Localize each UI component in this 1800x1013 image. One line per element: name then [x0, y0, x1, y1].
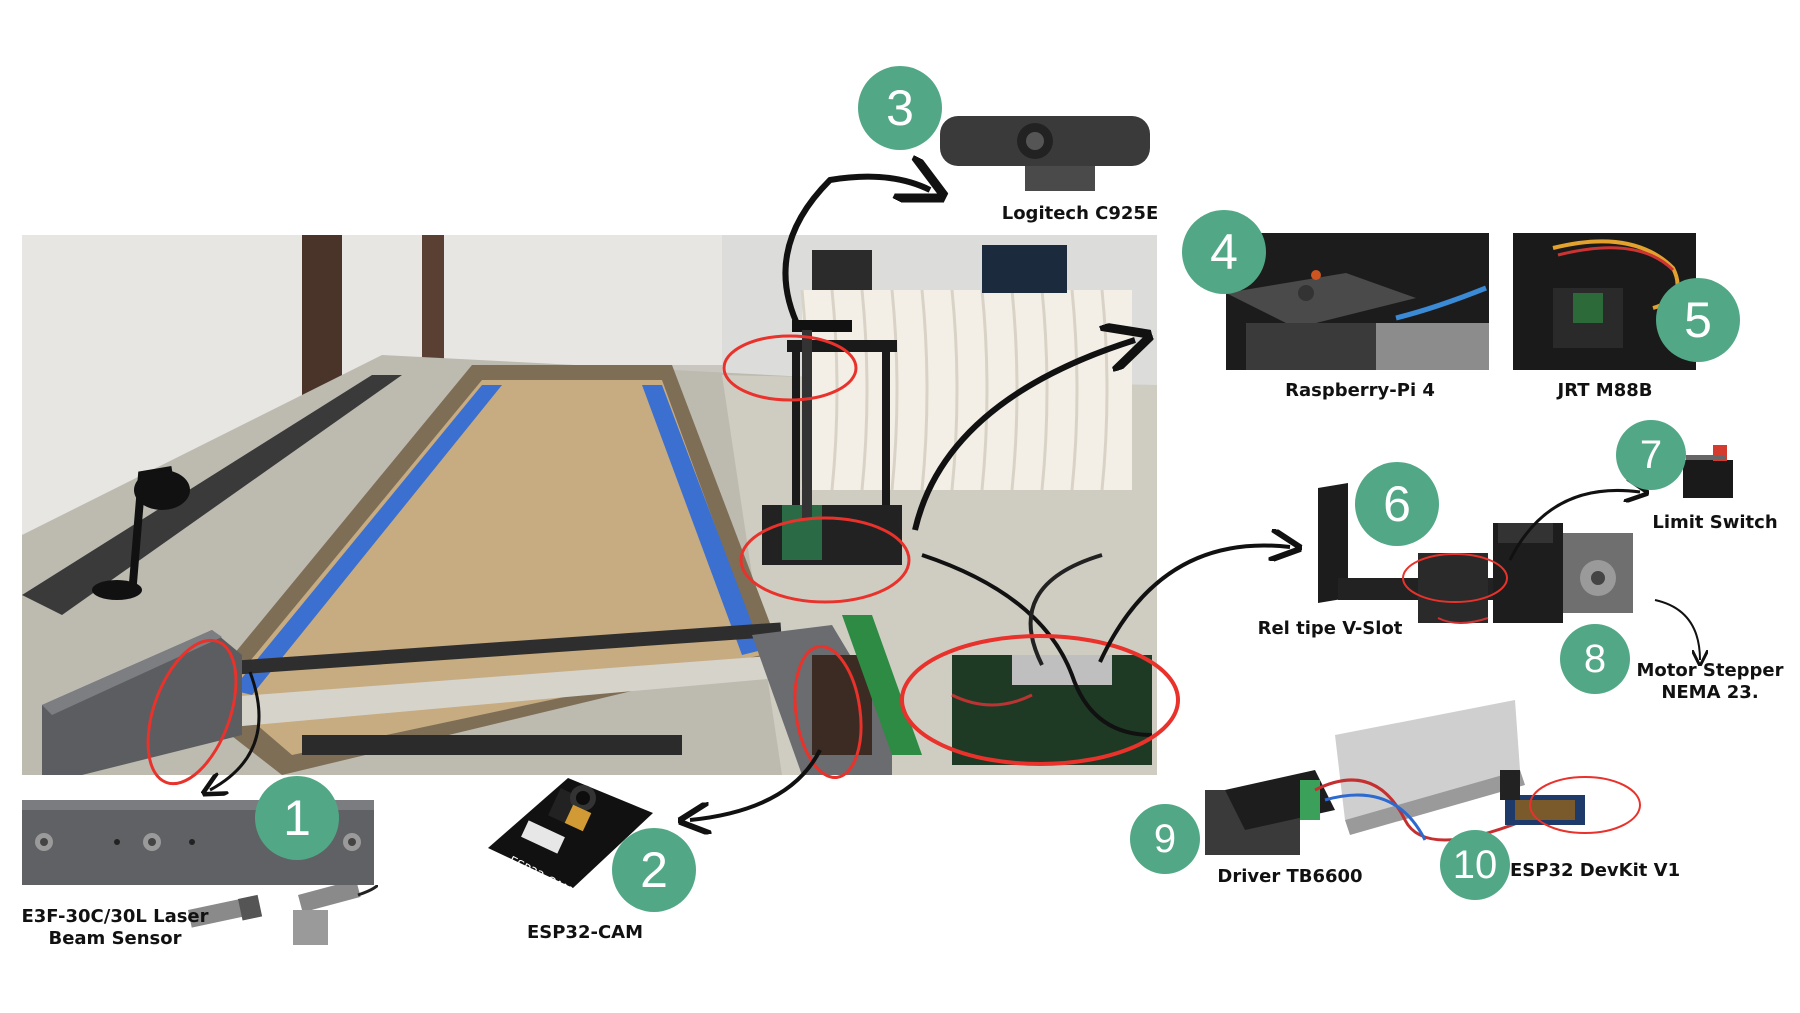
badge-2: 2	[612, 828, 696, 912]
arrow-to-esp32-cam	[690, 749, 822, 820]
arrow-to-stepper	[1654, 599, 1700, 660]
webcam-illustration	[940, 116, 1150, 191]
arrow-to-laser-sensor	[210, 671, 261, 790]
main-setup-photo	[22, 235, 1157, 775]
limit-switch-photo	[1678, 440, 1738, 502]
vslot-rail-illustration	[1318, 483, 1633, 624]
laser-sensor-modules-photo	[188, 885, 378, 955]
highlight-ring-esp32-cam	[793, 644, 863, 780]
badge-10: 10	[1440, 830, 1510, 900]
limit-switch-illustration	[1683, 445, 1733, 498]
arrow-to-webcam	[782, 177, 930, 332]
badge-6: 6	[1355, 462, 1439, 546]
raspberry-pi-photo	[1226, 233, 1489, 370]
label-stepper-line-1: Motor Stepper	[1636, 660, 1784, 681]
esp32-cam-board-illustration: ESP32-CAM	[488, 778, 653, 893]
main-setup-illustration	[22, 235, 1157, 775]
label-laser-sensor-line-2: Beam Sensor	[48, 928, 182, 949]
badge-4: 4	[1182, 210, 1266, 294]
label-esp32-cam: ESP32-CAM	[526, 922, 644, 943]
label-stepper: Motor Stepper NEMA 23.	[1630, 660, 1790, 704]
driver-psu-esp32-photo	[1205, 700, 1640, 858]
highlight-ring-esp32-devkit	[1529, 776, 1641, 834]
label-limit-switch: Limit Switch	[1652, 512, 1778, 533]
label-vslot: Rel tipe V-Slot	[1257, 618, 1403, 639]
badge-3: 3	[858, 66, 942, 150]
vslot-rail-photo	[1318, 478, 1648, 638]
label-webcam: Logitech C925E	[1001, 203, 1159, 224]
label-stepper-line-2: NEMA 23.	[1661, 682, 1759, 703]
label-driver-tb6600: Driver TB6600	[1217, 866, 1363, 887]
badge-1: 1	[255, 776, 339, 860]
badge-9: 9	[1130, 804, 1200, 874]
label-jrt-m88b: JRT M88B	[1557, 380, 1653, 401]
highlight-ring-control-box	[900, 634, 1180, 766]
badge-8: 8	[1560, 624, 1630, 694]
highlight-ring-raspberry-pi	[739, 516, 911, 604]
label-raspberry-pi: Raspberry-Pi 4	[1285, 380, 1435, 401]
highlight-ring-limit-bracket	[1402, 553, 1508, 603]
driver-psu-illustration	[1205, 700, 1585, 855]
raspberry-pi-illustration	[1226, 233, 1489, 370]
badge-5: 5	[1656, 278, 1740, 362]
highlight-ring-laser-sensor	[146, 638, 238, 786]
label-esp32-devkit: ESP32 DevKit V1	[1510, 860, 1681, 881]
label-laser-sensor: E3F-30C/30L Laser Beam Sensor	[20, 906, 210, 950]
arrow-to-vslot	[1098, 545, 1290, 663]
esp32-cam-photo: ESP32-CAM	[478, 768, 660, 893]
arrow-to-raspberry-pi	[912, 340, 1135, 531]
sensor-modules-illustration	[188, 885, 378, 945]
highlight-ring-webcam	[722, 334, 858, 402]
label-laser-sensor-line-1: E3F-30C/30L Laser	[21, 906, 209, 927]
webcam-photo	[935, 108, 1157, 193]
badge-7: 7	[1616, 420, 1686, 490]
arrow-to-limit-switch	[1508, 490, 1640, 561]
